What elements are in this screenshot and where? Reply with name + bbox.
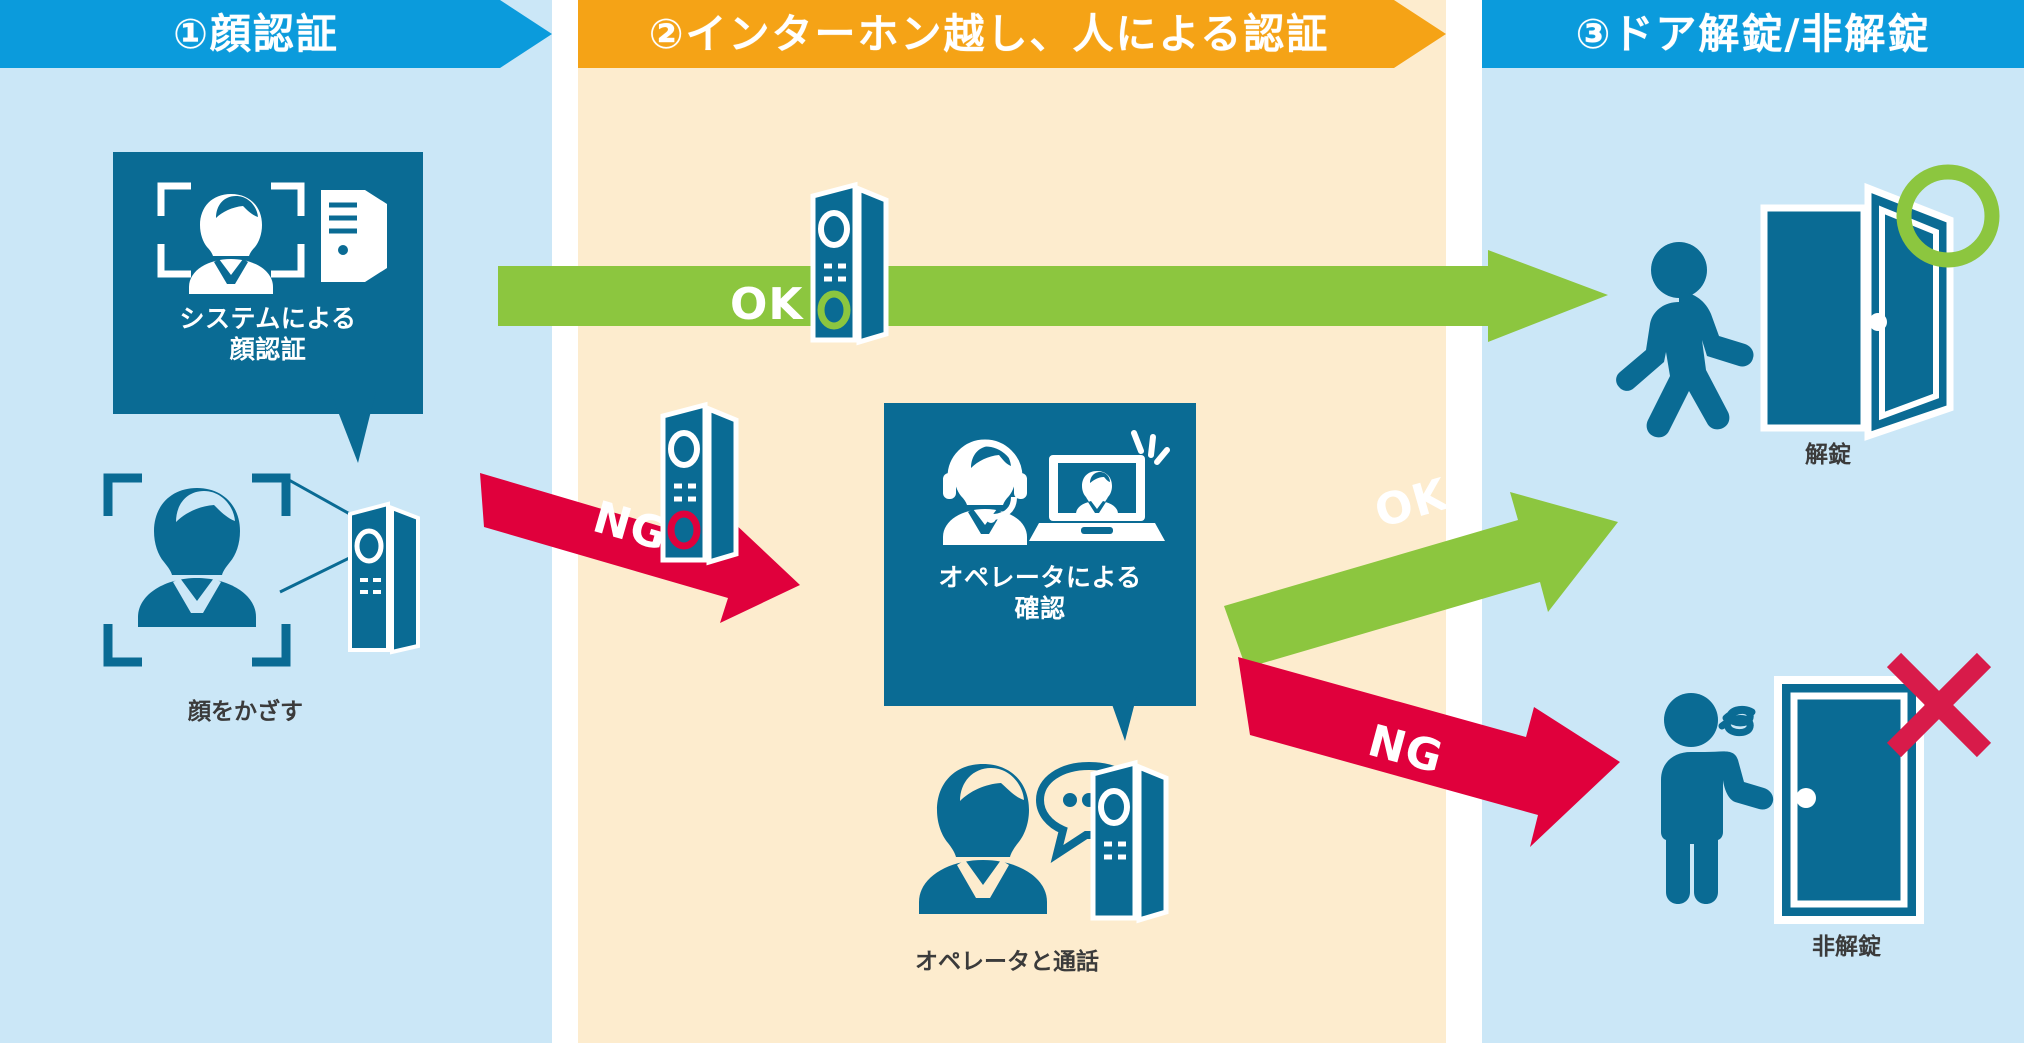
arrow-ok-top-label: OK — [730, 279, 804, 330]
panel-operator-check-line1: オペレータによる — [938, 563, 1142, 592]
intercom-device-ng — [660, 401, 739, 566]
panel-system-auth: システムによる 顔認証 — [113, 152, 423, 414]
caption-hold-face: 顔をかざす — [188, 699, 303, 725]
arrow-ng-to-operator — [480, 473, 800, 623]
arrow-ng-to-lock — [1238, 657, 1620, 847]
panel-operator-check: オペレータによる 確認 — [884, 403, 1196, 706]
arrow-ok-top — [498, 250, 1608, 342]
header-step-1-label: ①顔認証 — [173, 9, 339, 58]
face-recognition-system-icon — [157, 182, 387, 294]
arrow-ok-to-unlock — [1224, 492, 1618, 668]
header-step-3-label: ③ドア解錠/非解錠 — [1575, 9, 1931, 58]
panel-system-auth-line2: 顔認証 — [229, 334, 307, 364]
header-step-2-label: ②インターホン越し、人による認証 — [648, 9, 1330, 58]
intercom-device-col1 — [348, 501, 420, 655]
operator-with-laptop-icon — [943, 430, 1170, 545]
panel-operator-check-line2: 確認 — [1014, 593, 1066, 623]
caption-talk-operator: オペレータと通話 — [915, 949, 1099, 975]
header-step-1: ①顔認証 — [0, 0, 552, 68]
talking-person-icon — [919, 764, 1047, 914]
status-unlock-green-circle — [1896, 164, 2000, 268]
status-indicator-red — [667, 510, 701, 550]
intercom-device-ok-top — [810, 181, 889, 346]
header-step-3: ③ドア解錠/非解錠 — [1482, 0, 2024, 68]
intercom-device-col2-bottom — [1090, 759, 1169, 924]
caption-locked: 非解錠 — [1812, 934, 1881, 960]
panel-operator-check-tail — [1103, 679, 1141, 741]
closed-door-icon — [1774, 676, 1924, 924]
standing-person-icon — [1661, 693, 1774, 904]
status-indicator-green — [817, 290, 851, 330]
header-step-2: ②インターホン越し、人による認証 — [578, 0, 1446, 68]
walking-person-icon — [1616, 242, 1754, 438]
panel-system-auth-tail — [330, 391, 376, 463]
panel-system-auth-line1: システムによる — [179, 304, 357, 333]
caption-unlocked: 解錠 — [1805, 442, 1851, 468]
status-lock-red-cross — [1886, 652, 1992, 758]
